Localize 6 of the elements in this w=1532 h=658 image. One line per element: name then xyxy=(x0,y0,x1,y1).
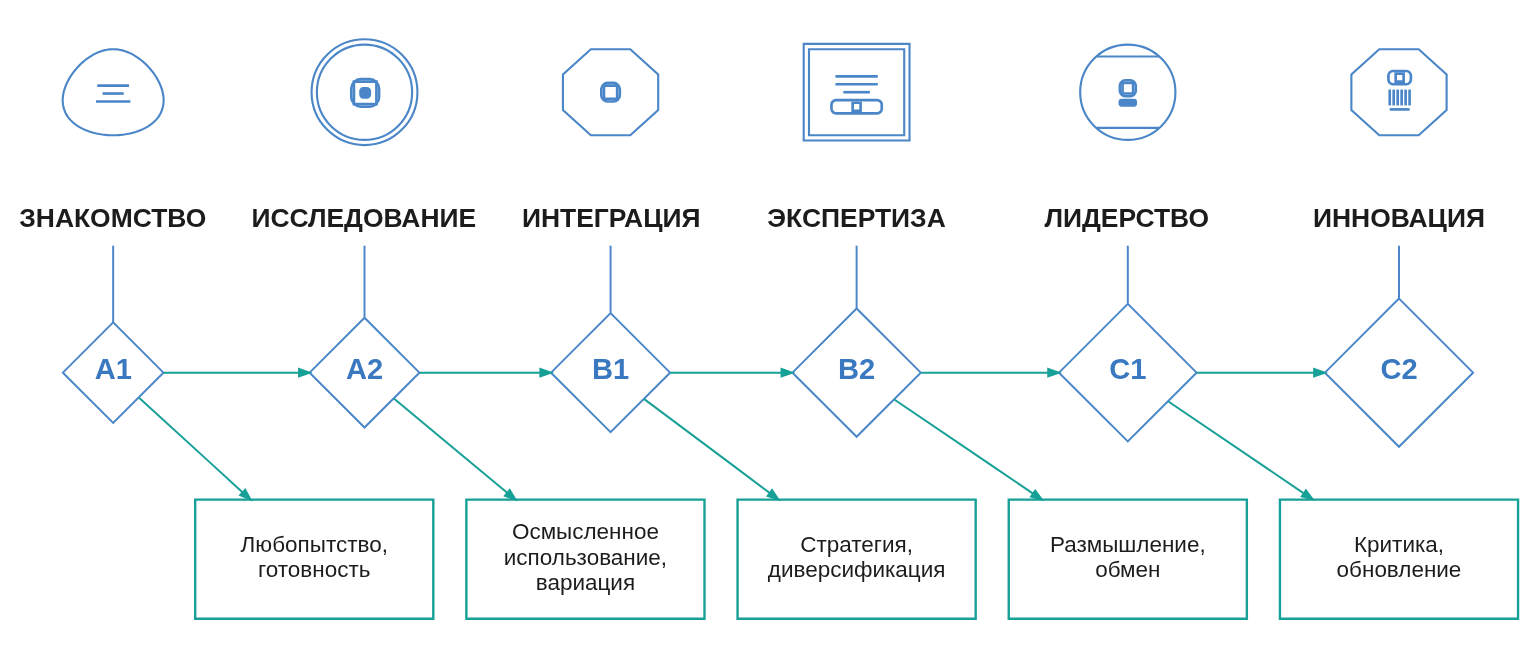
node-text: ЗНАКОМСТВО xyxy=(19,203,207,234)
node-text: ЛИДЕРСТВО xyxy=(1044,203,1210,234)
node-text: ИНТЕГРАЦИЯ xyxy=(521,203,701,234)
node-text: ИССЛЕДОВАНИЕ xyxy=(251,203,477,234)
node-text: ИННОВАЦИЯ xyxy=(1313,203,1485,234)
node-text: ЭКСПЕРТИЗА xyxy=(767,203,946,234)
